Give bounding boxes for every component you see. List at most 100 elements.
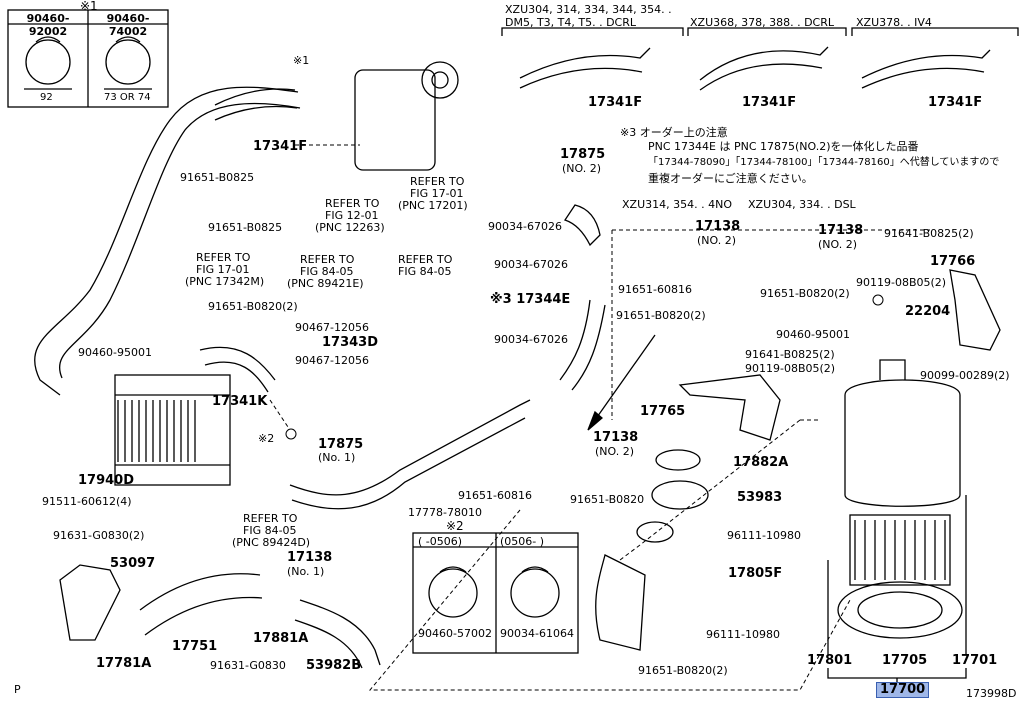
ref2-line2: FIG 17-01 [410,187,464,200]
air-cleaner-cap [837,581,963,639]
ref3-line3: (PNC 17342M) [185,275,265,288]
figure-id: 173998D [966,687,1017,700]
legend-top-left-dim: 92 [40,92,53,103]
part-17875-no1-sub: (No. 1) [318,451,356,464]
part-17138-b: 17138 [818,223,864,238]
note-line-3: 重複オーダーにご注意ください。 [648,172,813,185]
part-90119-08B05-a: 90119-08B05(2) [856,276,947,289]
part-91651-60816-b: 91651-60816 [458,489,532,502]
part-17805F: 17805F [728,566,783,581]
note-line-1: PNC 17344E は PNC 17875(NO.2)を一体化した品番 [648,140,919,153]
variant-1-title: XZU304, 314, 334, 344, 354. . [505,3,672,16]
part-17701: 17701 [952,653,998,668]
variant-3-part: 17341F [928,95,983,110]
part-90099-00289: 90099-00289(2) [920,369,1010,382]
part-17766: 17766 [930,254,976,269]
legend-top-mark: ※1 [80,0,98,13]
part-17138-a-sub: (NO. 2) [697,234,737,247]
part-17700-highlighted[interactable]: 17700 [876,682,930,698]
part-17778-78010: 17778-78010 [408,506,482,519]
part-17875-no1: 17875 [318,437,364,452]
part-91651-B0820-e: 91651-B0820(2) [638,664,728,677]
legend-bottom-col1-part: 90460-57002 [418,627,492,640]
part-17341F: 17341F [253,139,308,154]
ref4-line1: REFER TO [300,253,355,266]
legend-bottom-col1-range: ( -0506) [418,535,463,548]
part-91511-60612: 91511-60612(4) [42,495,132,508]
part-96111-10980-b: 96111-10980 [706,628,780,641]
part-91651-60816-a: 91651-60816 [618,283,692,296]
part-90460-95001-a: 90460-95001 [78,346,152,359]
variant-1-title2: DM5, T3, T4, T5. . DCRL [505,16,637,29]
note-line-2: 「17344-78090」「17344-78100」「17344-78160」へ… [648,157,1000,168]
ref6-line3: (PNC 89424D) [232,536,311,549]
part-90467-12056-b: 90467-12056 [295,354,369,367]
part-17765: 17765 [640,404,686,419]
ref4-line2: FIG 84-05 [300,265,354,278]
part-17881A: 17881A [253,631,309,646]
part-53982B: 53982B [306,658,362,673]
part-17751: 17751 [172,639,218,654]
ref1-line3: (PNC 12263) [315,221,385,234]
ref4-line3: (PNC 89421E) [287,277,364,290]
air-cleaner-housing [844,379,961,507]
legend-bottom-col2-range: (0506- ) [500,535,545,548]
mark1-label: ※1 [293,54,310,67]
ref3-line2: FIG 17-01 [196,263,250,276]
ref1-line1: REFER TO [325,197,380,210]
part-53097: 53097 [110,556,156,571]
part-53983: 53983 [737,490,783,505]
variant-1-part: 17341F [588,95,643,110]
part-91631-G0830: 91631-G0830 [210,659,286,672]
variant-2-part: 17341F [742,95,797,110]
note-title: ※3 オーダー上の注意 [620,126,728,139]
part-17341K: 17341K [212,394,268,409]
part-17940D: 17940D [78,473,135,488]
part-90034-67026-c: 90034-67026 [494,333,568,346]
legend-bottom-mark: ※2 [446,519,464,533]
part-17138-a: 17138 [695,219,741,234]
part-96111-10980-a: 96111-10980 [727,529,801,542]
part-17138-no1: 17138 [287,550,333,565]
part-91651-B0820-c: 91651-B0820(2) [760,287,850,300]
part-90119-08B05-b: 90119-08B05(2) [745,362,836,375]
variant-2-title: XZU368, 378, 388. . DCRL [690,16,835,29]
part-17875-no2-sub: (NO. 2) [562,162,602,175]
part-17343D: 17343D [322,335,379,350]
ref6-line1: REFER TO [243,512,298,525]
part-17801: 17801 [807,653,853,668]
part-90467-12056-a: 90467-12056 [295,321,369,334]
variant-3-title: XZU378. . IV4 [856,16,932,29]
part-91651-B0820-d: 91651-B0820 [570,493,645,506]
legend-top-right-dim: 73 OR 74 [104,92,151,103]
legend-bottom-col2-part: 90034-61064 [500,627,574,640]
part-17138-c-sub: (NO. 2) [595,445,635,458]
mark2-label: ※2 [258,432,275,445]
part-90034-67026-a: 90034-67026 [488,220,562,233]
air-cleaner-element [849,514,951,586]
ref6-line2: FIG 84-05 [243,524,297,537]
page-indicator: P [14,683,21,696]
part-90034-67026-b: 90034-67026 [494,258,568,271]
part-17781A: 17781A [96,656,152,671]
legend-top-right-part: 90460-74002 [106,12,150,38]
part-91651-B0825-a: 91651-B0825 [180,171,255,184]
legend-top-left-part: 90460-92002 [26,12,70,38]
part-91631-G0830-2: 91631-G0830(2) [53,529,145,542]
bracket-title-right: XZU304, 334. . DSL [748,198,856,211]
part-17344E: ※3 17344E [490,292,571,307]
part-17705: 17705 [882,653,928,668]
ref5-line2: FIG 84-05 [398,265,452,278]
ref2-line1: REFER TO [410,175,465,188]
part-91651-B0820-b: 91651-B0820(2) [616,309,706,322]
bracket-title-left: XZU314, 354. . 4NO [622,198,732,211]
ref2-line3: (PNC 17201) [398,199,468,212]
part-17875-no2: 17875 [560,147,606,162]
ref3-line1: REFER TO [196,251,251,264]
turbocharger [354,69,436,171]
part-90460-95001-b: 90460-95001 [776,328,850,341]
part-17138-no1-sub: (No. 1) [287,565,325,578]
intercooler [114,374,231,486]
part-91651-B0820-a: 91651-B0820(2) [208,300,298,313]
